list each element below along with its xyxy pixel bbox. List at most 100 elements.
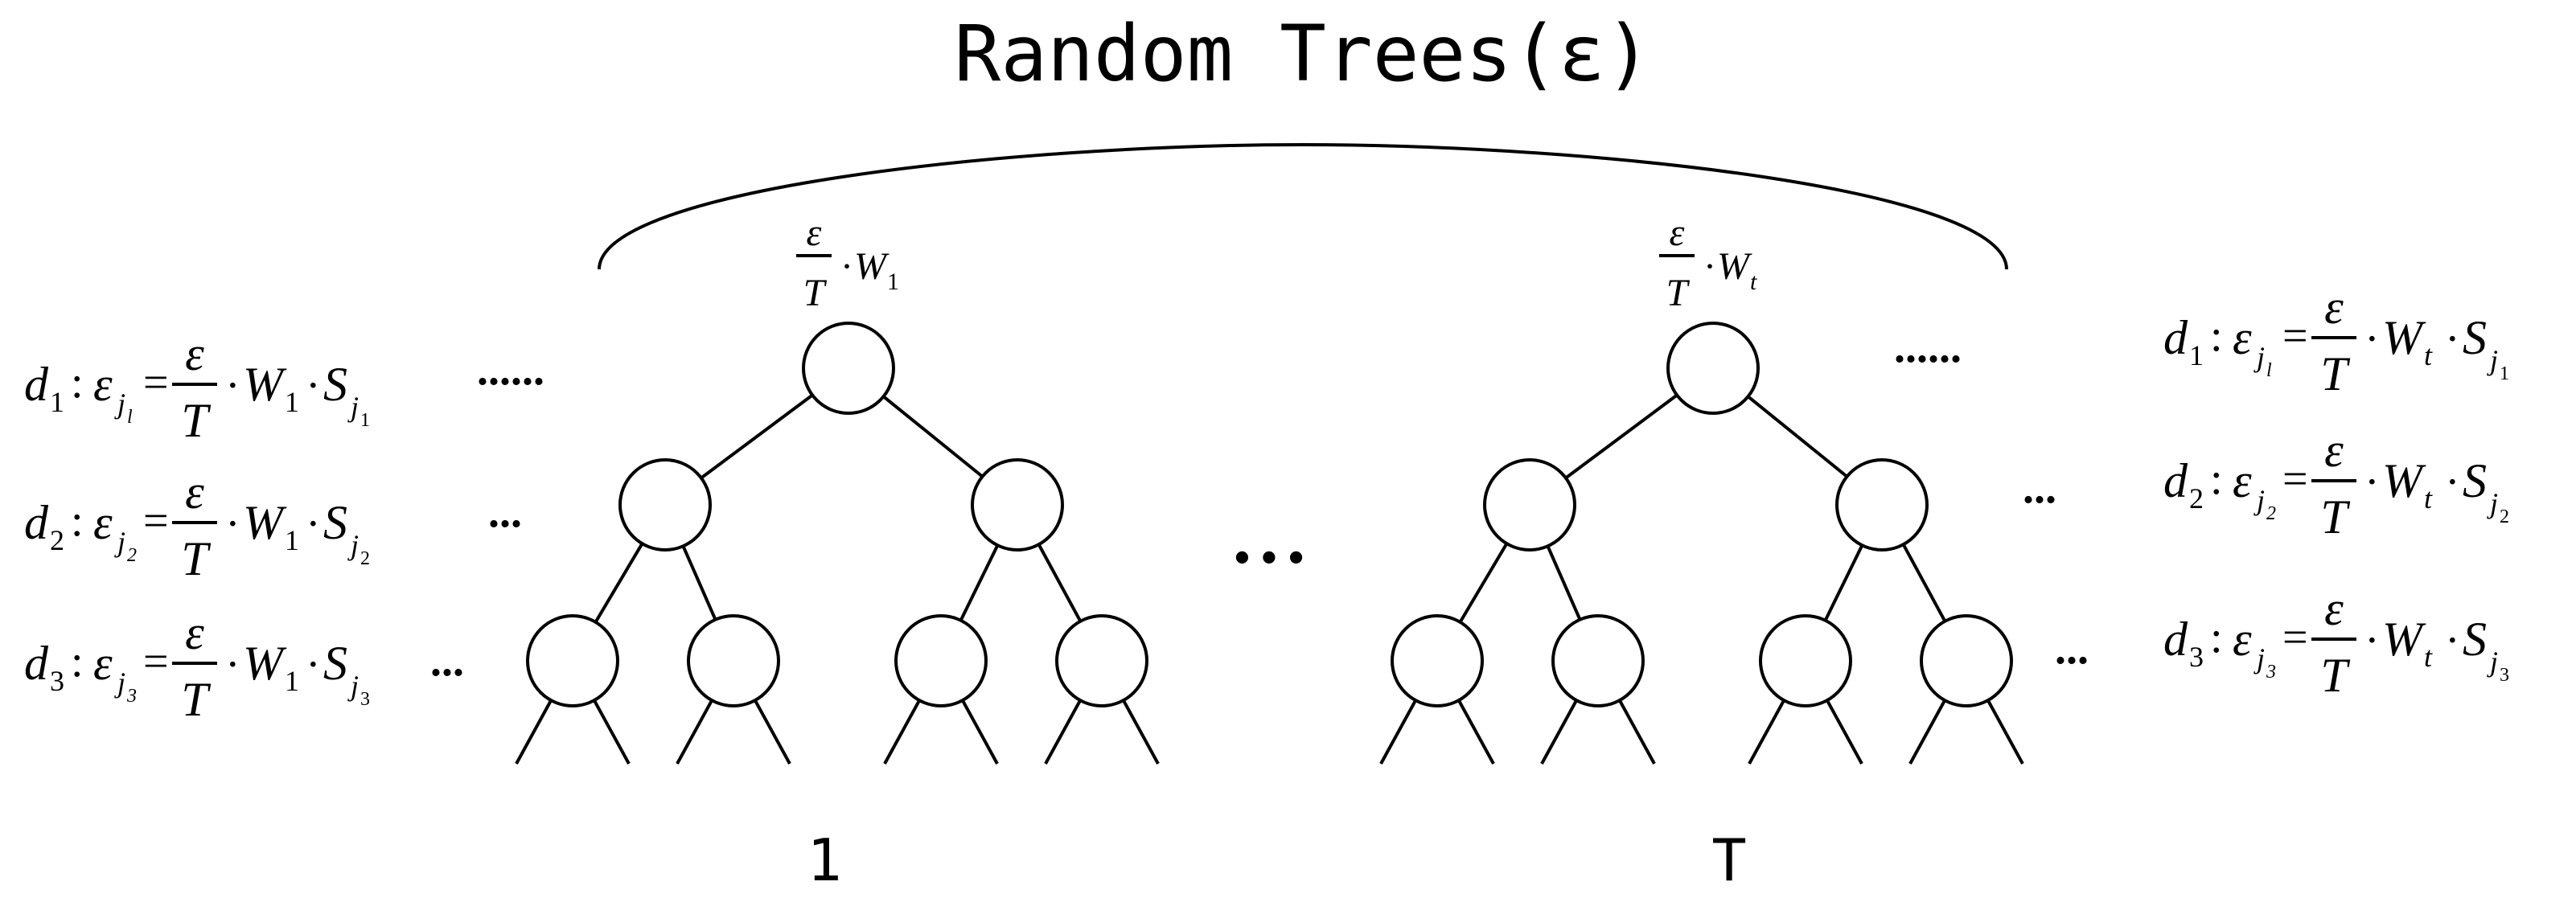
eq-fraction-numerator: ε	[185, 606, 204, 659]
eq-s: S	[2463, 613, 2487, 666]
tree-t-weight-formula: ε T · W t	[1659, 211, 1757, 314]
tree-root-node	[802, 322, 895, 415]
eq-equals: =	[143, 496, 169, 546]
eq-dot: ·	[225, 499, 240, 549]
tree-leaf-node	[526, 614, 619, 707]
eq-s-sub-sub: 1	[360, 410, 370, 431]
eq-d-subscript: 2	[2189, 482, 2204, 515]
eq-d: d	[24, 496, 49, 549]
eq-dot: ·	[306, 499, 321, 549]
eq-s-sub-j: j	[347, 529, 359, 561]
eq-epsilon-sub-sub: 3	[2266, 662, 2276, 683]
eq-fraction-denominator: T	[181, 673, 211, 726]
tree-t	[1379, 322, 2024, 765]
eq-dot: ·	[225, 640, 240, 690]
eq-fraction-numerator: ε	[2324, 424, 2344, 477]
eq-s: S	[323, 358, 347, 411]
eq-s: S	[2463, 311, 2487, 364]
eq-d: d	[2163, 311, 2188, 364]
left-eq-2-ellipsis: ...	[488, 487, 522, 537]
weight-w: W	[1717, 245, 1752, 288]
eq-d-subscript: 2	[50, 524, 64, 556]
eq-w: W	[243, 496, 287, 549]
diagram-title: Random Trees(ε)	[955, 9, 1652, 99]
eq-dot: ·	[2364, 457, 2380, 507]
eq-colon: :	[2210, 311, 2223, 361]
weight-numerator: ε	[1670, 211, 1685, 254]
right-eq-1-ellipsis: ......	[1894, 322, 1962, 372]
eq-epsilon: ε	[2233, 454, 2252, 507]
tree-leaf-node	[1391, 614, 1484, 707]
eq-epsilon: ε	[93, 637, 113, 690]
right-eq-3-ellipsis: ...	[2055, 624, 2089, 674]
eq-s-sub-sub: 2	[360, 548, 370, 569]
weight-w-subscript: t	[1750, 269, 1757, 295]
tree-label-1: 1	[807, 826, 841, 894]
eq-s-sub-sub: 3	[360, 689, 370, 710]
tree-internal-node	[618, 458, 712, 552]
eq-d: d	[24, 358, 49, 411]
eq-dot: ·	[306, 640, 321, 690]
eq-equals: =	[143, 637, 169, 687]
eq-epsilon: ε	[2233, 311, 2252, 364]
left-eq-1-ellipsis: ......	[477, 345, 544, 395]
tree-internal-node	[1483, 458, 1576, 552]
eq-w-subscript: t	[2424, 339, 2433, 371]
tree-root-node	[1666, 322, 1760, 415]
eq-w: W	[2382, 311, 2426, 364]
tree-1-weight-formula: ε T · W 1	[796, 211, 899, 314]
eq-equals: =	[143, 358, 169, 408]
eq-d-subscript: 1	[50, 386, 64, 418]
eq-fraction-denominator: T	[181, 394, 211, 447]
weight-denominator: T	[1666, 272, 1691, 314]
eq-d-subscript: 3	[2189, 641, 2204, 673]
eq-epsilon: ε	[93, 358, 113, 411]
tree-leaf-node	[1920, 614, 2013, 707]
eq-fraction-numerator: ε	[2324, 281, 2344, 334]
eq-equals: =	[2282, 311, 2308, 361]
tree-leaf-node	[1055, 614, 1148, 707]
eq-epsilon-sub-sub: l	[127, 407, 133, 428]
eq-colon: :	[71, 358, 84, 408]
eq-w-subscript: 1	[285, 665, 299, 697]
eq-s-sub-sub: 1	[2500, 363, 2509, 384]
eq-epsilon-sub-sub: 2	[2266, 503, 2276, 524]
tree-leaf-node	[1759, 614, 1852, 707]
weight-dot: ·	[1703, 245, 1716, 288]
eq-equals: =	[2282, 613, 2308, 662]
eq-epsilon: ε	[2233, 613, 2252, 666]
eq-dot: ·	[2364, 314, 2380, 364]
eq-w-subscript: t	[2424, 641, 2433, 673]
eq-dot: ·	[2445, 457, 2460, 507]
eq-epsilon-sub-sub: 2	[127, 545, 137, 566]
eq-s-sub-sub: 3	[2500, 665, 2509, 686]
eq-equals: =	[2282, 454, 2308, 504]
eq-dot: ·	[2445, 314, 2460, 364]
weight-denominator: T	[803, 272, 828, 314]
eq-w: W	[243, 637, 287, 690]
eq-colon: :	[2210, 613, 2223, 662]
left-eq-3-ellipsis: ...	[430, 636, 464, 686]
tree-internal-node	[1835, 458, 1929, 552]
eq-fraction-denominator: T	[181, 532, 211, 585]
weight-w-subscript: 1	[887, 269, 899, 295]
eq-fraction-denominator: T	[2320, 347, 2350, 400]
tree-label-t: T	[1711, 826, 1746, 894]
eq-d-subscript: 3	[50, 665, 64, 697]
tree-internal-node	[971, 458, 1064, 552]
eq-w-subscript: 1	[285, 386, 299, 418]
eq-s-sub-j: j	[2487, 344, 2498, 376]
eq-s: S	[323, 496, 347, 549]
eq-s-sub-j: j	[2487, 646, 2498, 678]
eq-s-sub-j: j	[347, 391, 359, 423]
tree-leaf-node	[1551, 614, 1645, 707]
tree-leaf-node	[687, 614, 780, 707]
eq-d: d	[2163, 613, 2188, 666]
eq-epsilon-sub-j: j	[2253, 341, 2265, 373]
eq-colon: :	[71, 637, 84, 687]
ensemble-brace	[598, 142, 2008, 270]
